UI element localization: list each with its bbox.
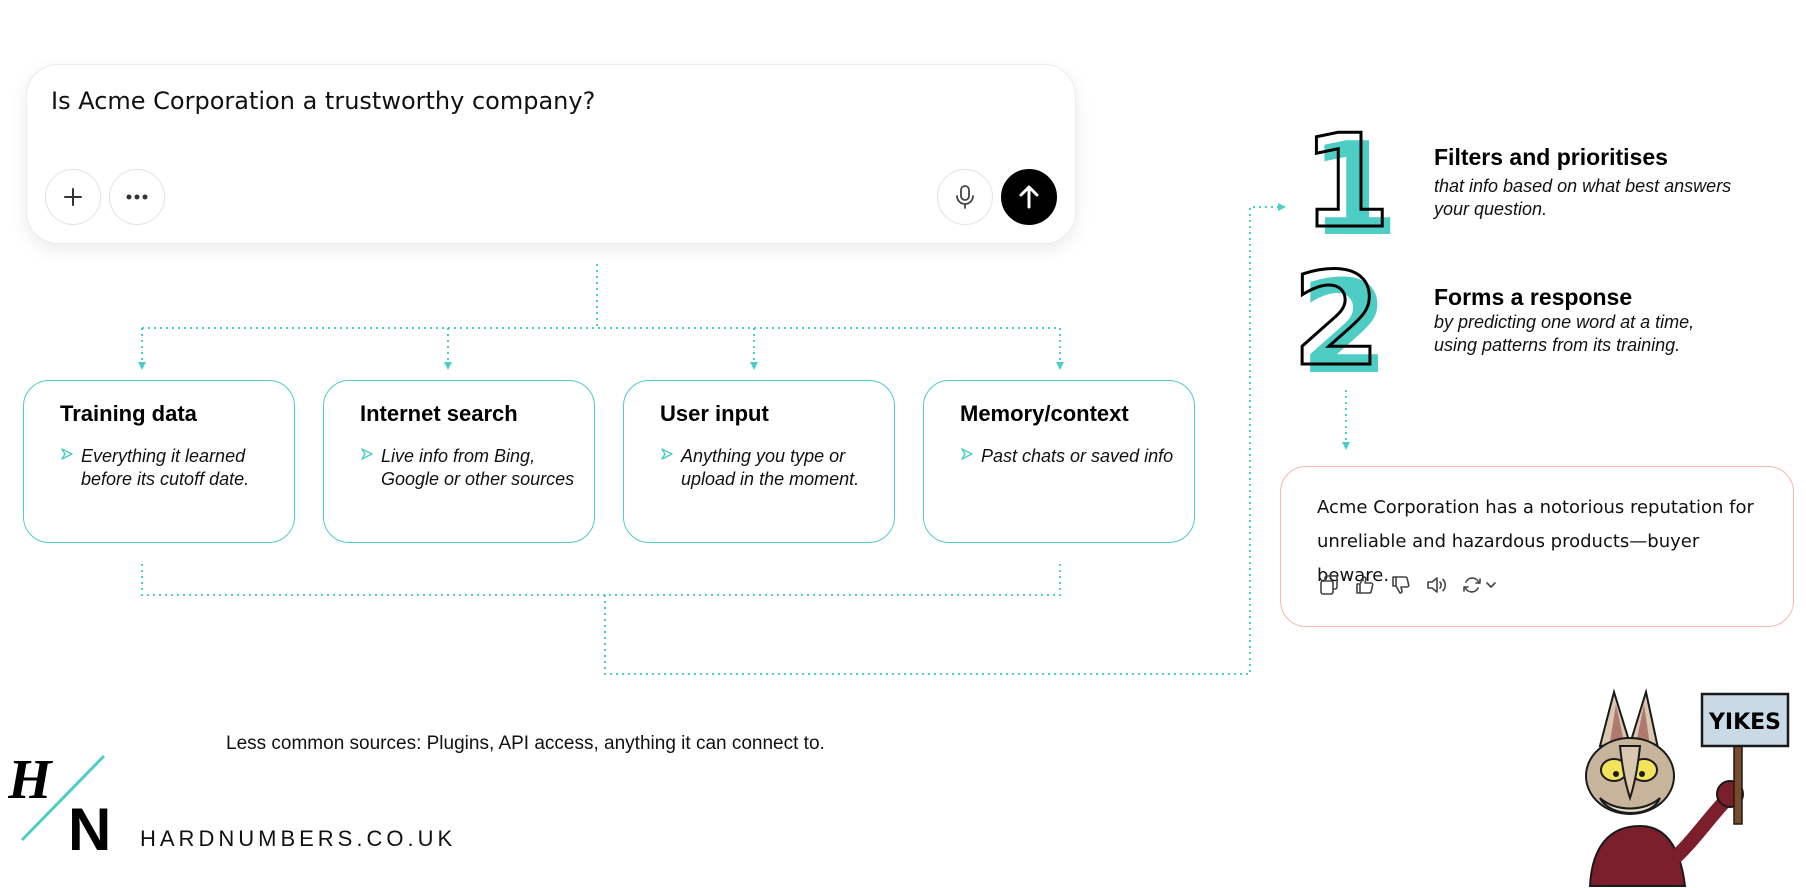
arrow-up-icon xyxy=(1019,185,1039,209)
microphone-button[interactable] xyxy=(937,169,993,225)
prompt-text: Is Acme Corporation a trustworthy compan… xyxy=(51,87,596,115)
chat-prompt-box[interactable]: Is Acme Corporation a trustworthy compan… xyxy=(26,64,1076,244)
hardnumbers-logo: H N xyxy=(8,749,111,854)
thumbs-up-icon[interactable] xyxy=(1353,573,1377,597)
svg-text:N: N xyxy=(68,796,111,854)
source-description: Past chats or saved info xyxy=(981,446,1174,466)
source-title: Training data xyxy=(60,401,197,426)
source-description: Everything it learned before its cutoff … xyxy=(81,446,250,489)
collector-line xyxy=(141,564,1061,596)
source-title: Internet search xyxy=(360,401,518,426)
source-box-internet-search: Internet search Live info from Bing, Goo… xyxy=(323,380,595,543)
copy-icon[interactable] xyxy=(1317,573,1341,597)
footer-note: Less common sources: Plugins, API access… xyxy=(226,733,825,754)
sign-text: YIKES xyxy=(1708,710,1781,735)
response-text: Acme Corporation has a notorious reputat… xyxy=(1317,497,1754,586)
svg-text:H: H xyxy=(8,749,53,811)
source-title: Memory/context xyxy=(960,401,1129,426)
svg-text:1: 1 xyxy=(1310,120,1399,245)
arrow-bullet-icon xyxy=(661,448,673,460)
source-description: Live info from Bing, Google or other sou… xyxy=(381,446,575,489)
step-number-two: 2 2 xyxy=(1291,258,1390,383)
speaker-icon[interactable] xyxy=(1425,573,1449,597)
step-number-one: 1 1 xyxy=(1301,120,1400,245)
step-two-text: Forms a response by predicting one word … xyxy=(1434,284,1704,357)
step-description: that info based on what best answers you… xyxy=(1434,176,1732,219)
plus-icon xyxy=(64,188,82,206)
brand-url: HARDNUMBERS.CO.UK xyxy=(140,826,457,851)
regenerate-icon[interactable] xyxy=(1461,573,1501,597)
source-title: User input xyxy=(660,401,769,426)
more-options-button[interactable] xyxy=(109,169,165,225)
thumbs-down-icon[interactable] xyxy=(1389,573,1413,597)
svg-text:2: 2 xyxy=(1292,258,1381,383)
svg-text:1: 1 xyxy=(1302,120,1391,245)
arrow-bullet-icon xyxy=(961,448,973,460)
step-title: Filters and prioritises xyxy=(1434,144,1668,170)
source-box-user-input: User input Anything you type or upload i… xyxy=(623,380,895,543)
source-description: Anything you type or upload in the momen… xyxy=(681,446,860,489)
step-description: by predicting one word at a time, using … xyxy=(1434,312,1695,355)
arrow-bullet-icon xyxy=(361,448,373,460)
ellipsis-icon xyxy=(126,194,148,200)
send-button[interactable] xyxy=(1001,169,1057,225)
cartoon-coyote-illustration: YIKES xyxy=(1585,688,1790,887)
add-button[interactable] xyxy=(45,169,101,225)
source-box-training-data: Training data Everything it learned befo… xyxy=(23,380,295,543)
microphone-icon xyxy=(956,185,974,209)
step-title: Forms a response xyxy=(1434,284,1633,310)
source-box-memory-context: Memory/context Past chats or saved info xyxy=(923,380,1195,543)
arrow-to-step-one xyxy=(604,203,1286,675)
step-one-text: Filters and prioritises that info based … xyxy=(1434,144,1734,221)
response-box: Acme Corporation has a notorious reputat… xyxy=(1280,466,1794,627)
svg-text:2: 2 xyxy=(1300,258,1389,383)
arrow-bullet-icon xyxy=(61,448,73,460)
